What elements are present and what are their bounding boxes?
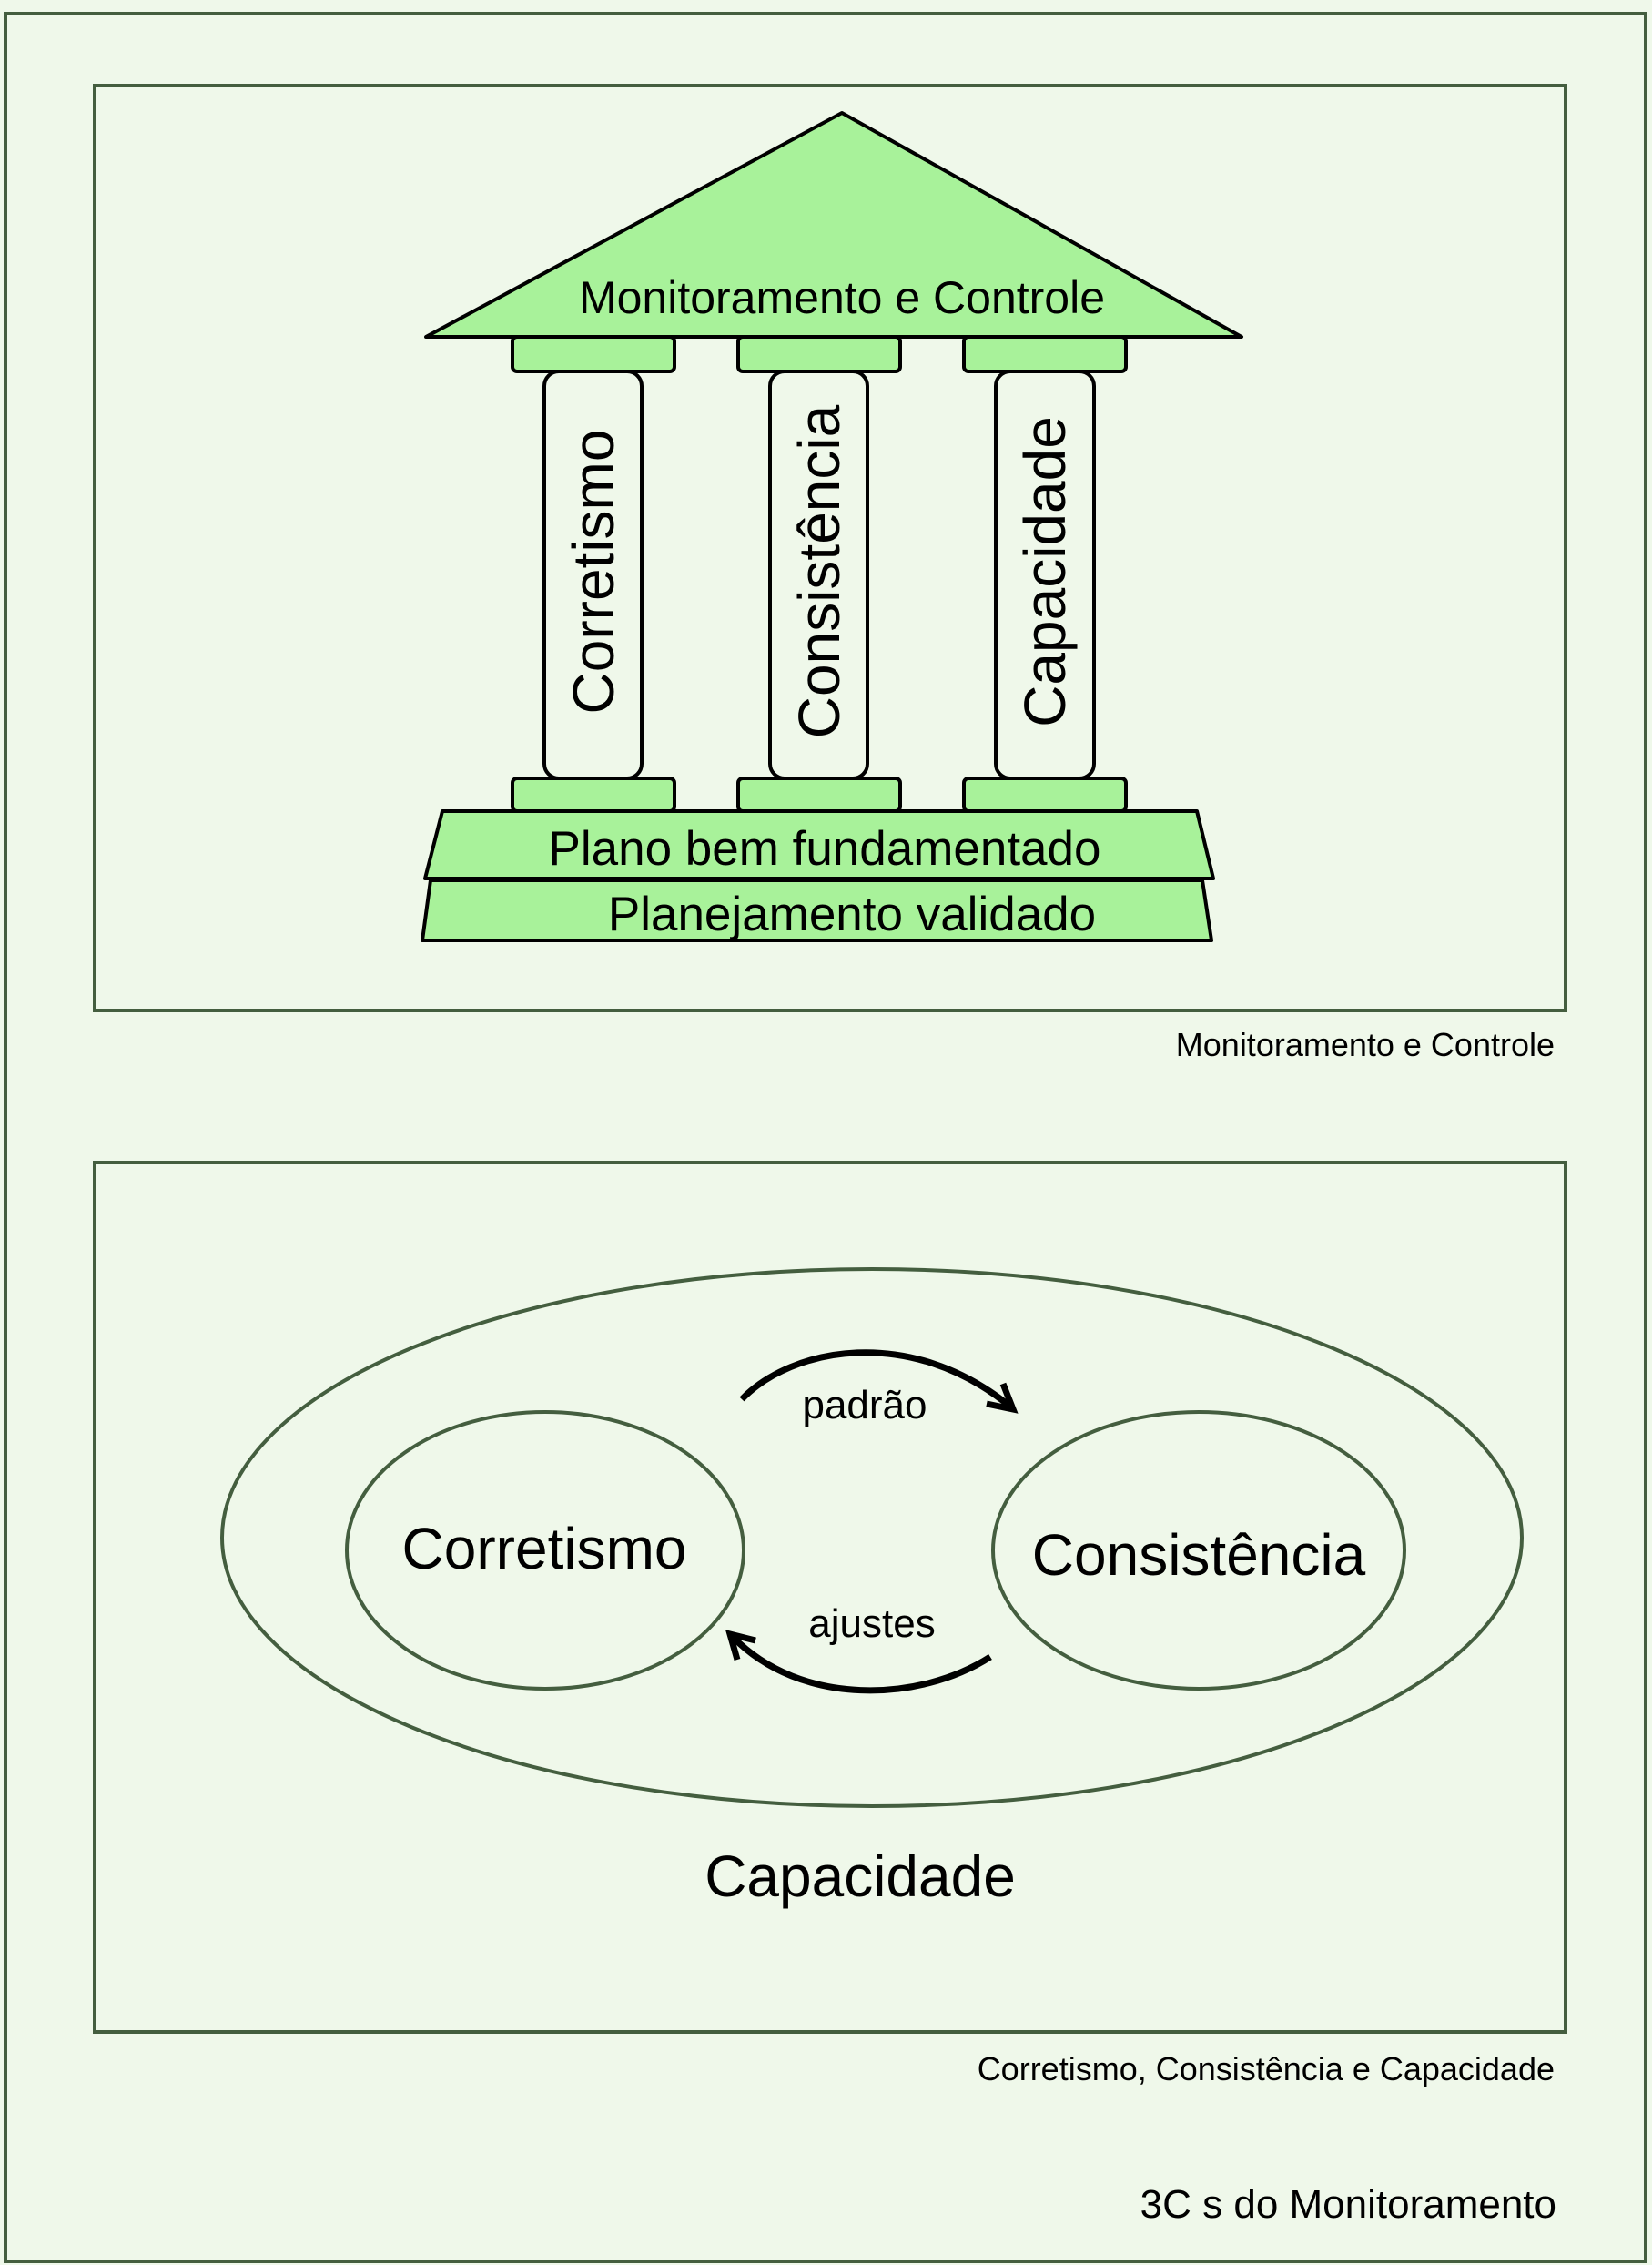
consistencia-label: Consistência [1032,1522,1366,1588]
column-consistencia: Consistência [768,370,869,780]
corretismo-label: Corretismo [402,1516,687,1581]
corretismo-circle [345,1410,745,1691]
consistencia-circle [991,1410,1406,1691]
column-label-consistencia: Consistência [786,404,852,738]
column-capital-3 [962,335,1128,373]
capacidade-label: Capacidade [704,1843,1016,1909]
arrow-ajustes [725,1630,992,1694]
column-capital-2 [736,335,902,373]
arrow-padrao-label: padrão [802,1383,927,1427]
arrow-ajustes-head [725,1630,756,1661]
column-capital-1 [511,335,676,373]
arrow-padrao-head [986,1382,1019,1414]
panel-monitoramento-controle: Monitoramento e Controle Corretismo Cons… [93,84,1567,1012]
arrow-ajustes-curve [730,1634,992,1694]
foundation-label-1: Plano bem fundamentado [549,822,1101,876]
capacidade-ellipse [220,1267,1524,1808]
figure-title: 3C s do Monitoramento [1140,2182,1556,2227]
column-base-2 [736,777,902,813]
column-capacidade: Capacidade [994,370,1096,780]
column-corretismo: Corretismo [542,370,644,780]
caption-3c: Corretismo, Consistência e Capacidade [978,2050,1555,2087]
foundation-step-1 [423,809,1215,880]
arrow-ajustes-label: ajustes [808,1601,935,1646]
caption-monitoramento-controle: Monitoramento e Controle [1176,1026,1555,1063]
column-base-3 [962,777,1128,813]
panel-3c: Corretismo Consistência padrão ajustes C… [93,1161,1567,2034]
arrow-padrao-curve [739,1349,1013,1409]
panel-bottom-border [93,1161,1567,2034]
column-label-capacidade: Capacidade [1012,416,1078,727]
foundation-label-2: Planejamento validado [608,888,1096,941]
roof-label: Monitoramento e Controle [579,272,1105,323]
arrow-padrao [739,1349,1019,1414]
column-label-corretismo: Corretismo [561,430,626,715]
foundation-step-2 [421,879,1213,942]
column-base-1 [511,777,676,813]
